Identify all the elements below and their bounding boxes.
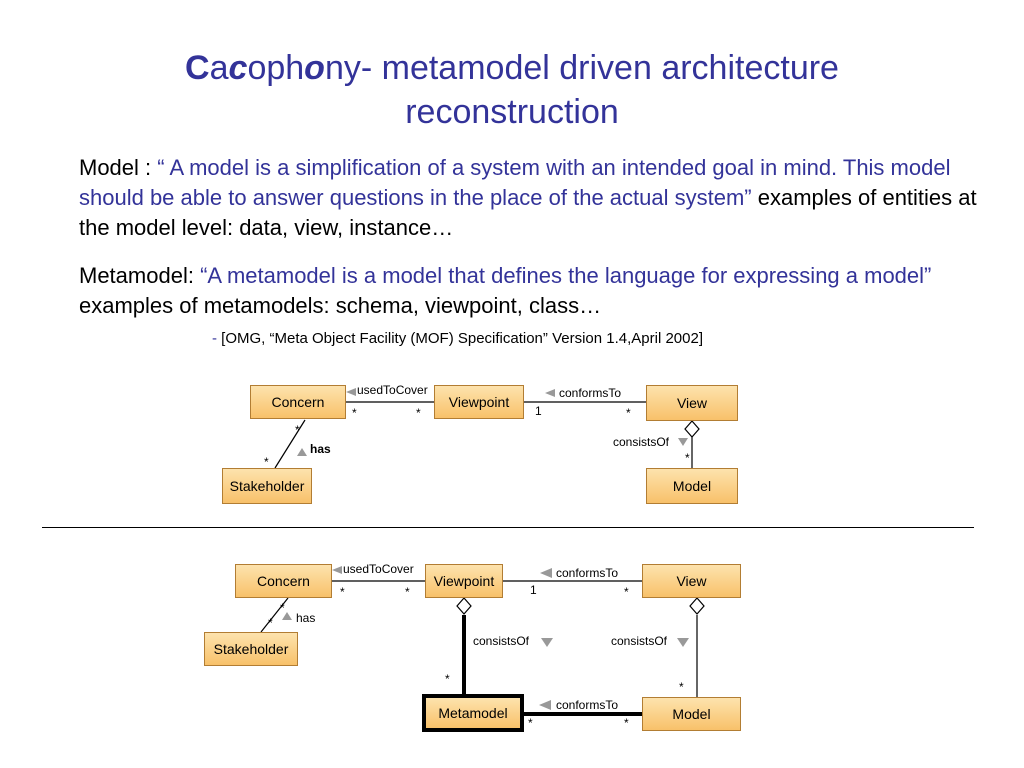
top-view-box[interactable]: View <box>646 385 738 421</box>
top-mult-has-bottom: * <box>264 455 269 469</box>
top-mult-viewpoint-left: * <box>416 406 421 420</box>
bottom-mult-metamodel-top: * <box>445 672 450 686</box>
top-mult-has-top: * <box>295 423 300 437</box>
top-conformsto-label: conformsTo <box>559 386 622 400</box>
bottom-consistsof-left-label: consistsOf <box>473 634 530 648</box>
top-consistsof-arrow-icon <box>678 438 688 446</box>
bottom-viewpoint-box[interactable]: Viewpoint <box>425 564 503 598</box>
bottom-has-label: has <box>296 611 316 625</box>
bottom-consistsof-right-label: consistsOf <box>611 634 668 648</box>
bottom-mult-has-top: * <box>280 601 285 615</box>
top-usedtocover-arrow-icon <box>346 388 356 396</box>
model-label: Model : <box>79 155 158 180</box>
metamodel-paragraph: Metamodel: “A metamodel is a model that … <box>79 261 979 321</box>
top-mult-model: * <box>685 451 690 465</box>
top-has-arrow-icon <box>297 448 307 456</box>
bottom-conformsto-label: conformsTo <box>556 566 619 580</box>
top-model-box[interactable]: Model <box>646 468 738 504</box>
model-examples: examples of entities at the model level:… <box>79 185 977 240</box>
bottom-view-box[interactable]: View <box>642 564 741 598</box>
bottom-model-box[interactable]: Model <box>642 697 741 731</box>
top-diamond-icon <box>684 420 700 438</box>
bottom-conformsto-2-label: conformsTo <box>556 698 619 712</box>
top-conformsto-arrow-icon <box>545 389 555 397</box>
model-quote: “ A model is a simplification of a syste… <box>79 155 951 210</box>
bottom-mult-viewpoint-right: 1 <box>530 583 537 597</box>
bottom-conformsto-arrow-icon <box>540 568 552 578</box>
bottom-mult-metamodel-right: * <box>528 716 533 730</box>
reference-citation: - [OMG, “Meta Object Facility (MOF) Spec… <box>212 330 703 347</box>
bottom-metamodel-box[interactable]: Metamodel <box>422 694 524 732</box>
bottom-conformsto-2-arrow-icon <box>539 700 551 710</box>
top-usedtocover-label: usedToCover <box>357 383 428 397</box>
bottom-has-arrow-icon <box>282 612 292 620</box>
top-stakeholder-box[interactable]: Stakeholder <box>222 468 312 504</box>
top-concern-box[interactable]: Concern <box>250 385 346 419</box>
bottom-consistsof-left-arrow-icon <box>541 638 553 647</box>
title-line-1: Cacophony- metamodel driven architecture <box>185 49 839 87</box>
bottom-has-line <box>260 597 289 633</box>
bottom-concern-box[interactable]: Concern <box>235 564 332 598</box>
top-mult-view: * <box>626 406 631 420</box>
bottom-mult-has-bottom: * <box>268 616 273 630</box>
metamodel-quote: “A metamodel is a model that defines the… <box>200 263 932 288</box>
bottom-mult-viewpoint-left: * <box>405 585 410 599</box>
bottom-usedtocover-arrow-icon <box>332 566 342 574</box>
top-has-label: has <box>310 442 331 456</box>
bottom-mult-model-left: * <box>624 716 629 730</box>
bottom-mult-concern: * <box>340 585 345 599</box>
metamodel-label: Metamodel: <box>79 263 201 288</box>
bottom-view-diamond-icon <box>689 597 705 615</box>
top-has-line <box>274 419 306 469</box>
model-paragraph: Model : “ A model is a simplification of… <box>79 153 979 243</box>
slide-title: Cacophony- metamodel driven architecture… <box>0 46 1024 134</box>
bottom-consistsof-right-arrow-icon <box>677 638 689 647</box>
top-viewpoint-box[interactable]: Viewpoint <box>434 385 524 419</box>
bottom-stakeholder-box[interactable]: Stakeholder <box>204 632 298 666</box>
top-mult-viewpoint-right: 1 <box>535 404 542 418</box>
metamodel-examples: examples of metamodels: schema, viewpoin… <box>79 293 602 318</box>
bottom-mult-model-top: * <box>679 680 684 694</box>
bottom-usedtocover-label: usedToCover <box>343 562 414 576</box>
bottom-mult-view: * <box>624 585 629 599</box>
title-line-2: reconstruction <box>405 93 619 131</box>
section-divider <box>42 527 974 528</box>
top-consistsof-label: consistsOf <box>613 435 670 449</box>
top-mult-concern: * <box>352 406 357 420</box>
bottom-viewpoint-diamond-icon <box>456 597 472 615</box>
